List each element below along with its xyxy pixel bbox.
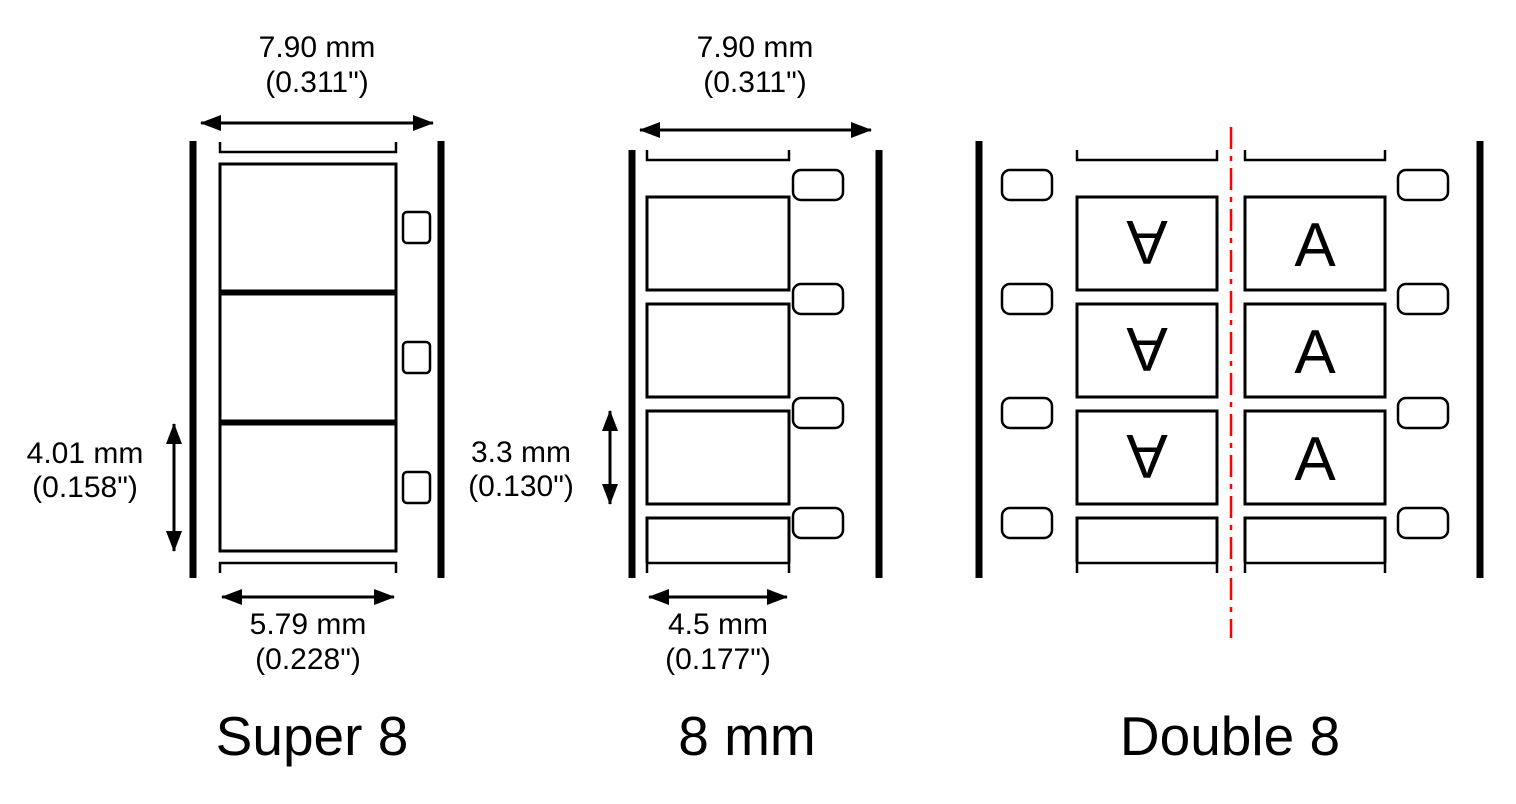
- format-label-double8: Double 8: [1120, 705, 1340, 767]
- film-frame: [1243, 302, 1387, 399]
- super8-diagram: 7.90 mm (0.311") 4.01 mm (0.158") 5.79 m…: [27, 31, 445, 767]
- perforation: [791, 168, 845, 202]
- perforation: [1396, 506, 1450, 540]
- frame-letter: A: [1294, 211, 1336, 280]
- film-frame: [218, 292, 398, 423]
- frame-cut-bottom: [645, 561, 791, 573]
- frame-width-label-inches: (0.177"): [665, 643, 771, 676]
- frame-height-label-inches: (0.130"): [468, 470, 574, 503]
- perforation: [1396, 168, 1450, 202]
- film-width-label-mm: 7.90 mm: [697, 31, 814, 64]
- perforation: [1000, 282, 1054, 316]
- frame-cut-bottom: [1243, 561, 1387, 573]
- frame-height-label-inches: (0.158"): [32, 471, 138, 504]
- film-width-label-inches: (0.311"): [265, 66, 368, 99]
- perforation: [1000, 506, 1054, 540]
- format-label-super8: Super 8: [216, 705, 409, 767]
- frame-cut-top: [645, 150, 791, 162]
- frame-cut-top: [218, 142, 398, 154]
- frame-height-label-mm: 4.01 mm: [27, 437, 144, 470]
- perforation: [401, 210, 432, 245]
- film-frame: [218, 162, 398, 293]
- perforation: [791, 396, 845, 430]
- film-frame-partial: [1243, 516, 1387, 563]
- 8mm-diagram: 7.90 mm (0.311") 3.3 mm (0.130") 4.5 mm …: [468, 31, 883, 767]
- frame-width-label-mm: 5.79 mm: [250, 608, 367, 641]
- film-width-label-mm: 7.90 mm: [259, 31, 376, 64]
- film-frame: [1243, 409, 1387, 506]
- film-frame: [645, 195, 791, 292]
- film-frame: [645, 409, 791, 506]
- frame-cut-top: [1243, 150, 1387, 162]
- double8-diagram: A A A A A A Double 8: [975, 127, 1484, 767]
- perforation: [401, 340, 432, 375]
- perforation: [1000, 396, 1054, 430]
- perforation: [1000, 168, 1054, 202]
- film-frame-partial: [645, 516, 791, 563]
- frame-width-label-inches: (0.228"): [255, 643, 361, 676]
- frame-height-label-mm: 3.3 mm: [471, 436, 571, 469]
- film-frame: [1075, 195, 1219, 292]
- frame-cut-bottom: [1075, 561, 1219, 573]
- film-frame: [1243, 195, 1387, 292]
- film-width-label-inches: (0.311"): [703, 66, 806, 99]
- frame-cut-bottom: [218, 561, 398, 573]
- perforation: [401, 470, 432, 505]
- frame-letter: A: [1294, 318, 1336, 387]
- frame-letter-inverted: A: [1126, 421, 1168, 490]
- film-frame-partial: [1075, 516, 1219, 563]
- perforation: [791, 506, 845, 540]
- film-frame: [645, 302, 791, 399]
- frame-letter-inverted: A: [1126, 207, 1168, 276]
- format-label-8mm: 8 mm: [678, 705, 816, 767]
- frame-cut-top: [1075, 150, 1219, 162]
- film-frame: [1075, 409, 1219, 506]
- perforation: [791, 282, 845, 316]
- frame-letter-inverted: A: [1126, 314, 1168, 383]
- frame-width-label-mm: 4.5 mm: [668, 608, 768, 641]
- film-frame: [218, 422, 398, 553]
- film-frame: [1075, 302, 1219, 399]
- perforation: [1396, 396, 1450, 430]
- perforation: [1396, 282, 1450, 316]
- frame-letter: A: [1294, 425, 1336, 494]
